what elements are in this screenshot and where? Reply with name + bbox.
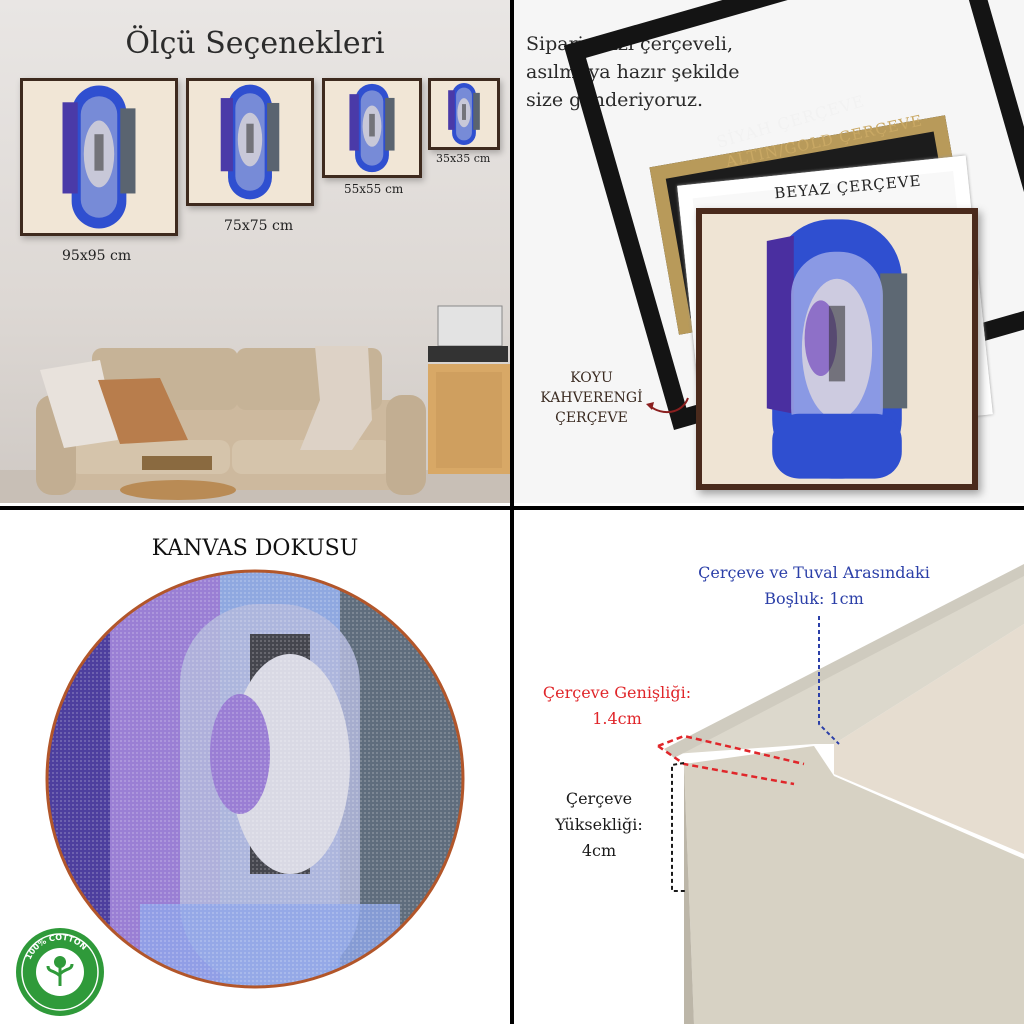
- height-pointer-line: [671, 762, 686, 892]
- size-label-55: 55x55 cm: [344, 182, 404, 196]
- height-label-line: Yüksekliği:: [555, 815, 643, 834]
- cotton-badge-icon: 100% COTTON: [16, 928, 104, 1016]
- frame-35: [428, 78, 500, 150]
- size-options-title: Ölçü Seçenekleri: [125, 26, 385, 61]
- shipping-note-line: asılmaya hazır şekilde: [526, 61, 740, 83]
- width-label-line: Çerçeve Genişliği:: [542, 683, 692, 702]
- gap-label-line: Boşluk: 1cm: [764, 589, 864, 608]
- artwork-thumbnail: [448, 82, 480, 146]
- frame-profile-illustration: [664, 564, 1024, 1024]
- width-dimension-label: Çerçeve Genişliği: 1.4cm: [522, 680, 712, 732]
- dark-brown-frame-label: KOYU KAHVERENGİ ÇERÇEVE: [524, 368, 659, 428]
- frame-75: [186, 78, 314, 206]
- curved-arrow-icon: [646, 397, 689, 414]
- height-label-line: 4cm: [581, 841, 617, 860]
- artwork-thumbnail: [62, 85, 136, 229]
- canvas-closeup: [45, 569, 465, 989]
- height-dimension-label: Çerçeve Yüksekliği: 4cm: [544, 786, 654, 864]
- dark-brown-label-line: KOYU: [570, 370, 613, 386]
- canvas-texture-panel: KANVAS DOKUSU: [0, 514, 510, 1024]
- frame-95: [20, 78, 178, 236]
- gap-label-line: Çerçeve ve Tuval Arasındaki: [698, 563, 930, 582]
- size-options-panel: Ölçü Seçenekleri 95x95 cm: [0, 0, 510, 503]
- width-label-line: 1.4cm: [592, 709, 642, 728]
- gap-dimension-label: Çerçeve ve Tuval Arasındaki Boşluk: 1cm: [664, 560, 964, 612]
- size-label-75: 75x75 cm: [224, 218, 294, 234]
- frame-55: [322, 78, 422, 178]
- horizontal-divider: [0, 506, 1024, 510]
- frame-options-panel: Siparişinizi çerçeveli, asılmaya hazır ş…: [514, 0, 1024, 503]
- dark-brown-frame: [696, 208, 978, 490]
- shipping-note-line: size gönderiyoruz.: [526, 89, 704, 111]
- height-label-line: Çerçeve: [565, 789, 633, 808]
- vertical-divider: [510, 0, 514, 1024]
- frame-profile-panel: Çerçeve ve Tuval Arasındaki Boşluk: 1cm …: [514, 514, 1024, 1024]
- gap-pointer-line: [818, 616, 840, 745]
- shipping-note-line: Siparişinizi çerçeveli,: [526, 33, 734, 55]
- shipping-note: Siparişinizi çerçeveli, asılmaya hazır ş…: [526, 30, 766, 114]
- living-room-scene: [36, 305, 510, 500]
- artwork-thumbnail: [220, 84, 280, 200]
- canvas-texture-title: KANVAS DOKUSU: [151, 536, 359, 561]
- artwork: [766, 219, 908, 479]
- size-label-95: 95x95 cm: [62, 248, 132, 264]
- size-label-35: 35x35 cm: [436, 152, 491, 165]
- dark-brown-label-line: KAHVERENGİ: [540, 390, 643, 406]
- dark-brown-label-line: ÇERÇEVE: [555, 410, 628, 426]
- artwork-thumbnail: [349, 83, 395, 173]
